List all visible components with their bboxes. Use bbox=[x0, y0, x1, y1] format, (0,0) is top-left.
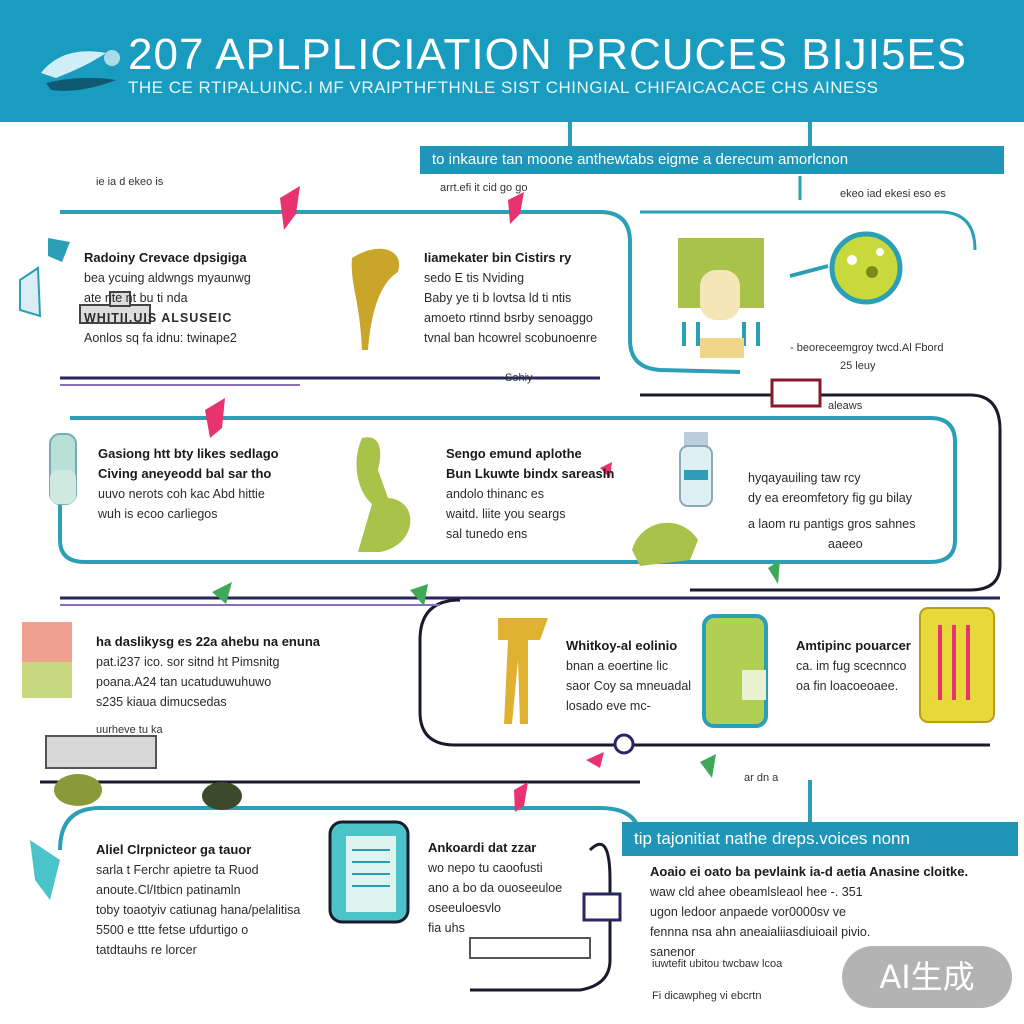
bottle-icon bbox=[679, 432, 713, 507]
machine-icon bbox=[45, 735, 157, 769]
vial-icon bbox=[49, 433, 77, 505]
page-title: 207 APLPLICIATION PRCUCES BIJI5ES bbox=[128, 30, 968, 79]
leaf-icon bbox=[30, 840, 60, 900]
top-mid-note: arrt.efi it cid go go bbox=[440, 182, 528, 194]
gear-icon bbox=[469, 892, 622, 959]
battery-icon bbox=[702, 614, 768, 728]
mid-right-note-b: 25 leuy bbox=[840, 360, 876, 372]
sample-card-icon bbox=[22, 622, 72, 662]
flow-line-row1 bbox=[60, 210, 741, 374]
top-banner: to inkaure tan moone anthewtabs eigme a … bbox=[420, 146, 1004, 174]
ai-generated-badge: AI生成 bbox=[842, 946, 1012, 1008]
plant-sprout-icon bbox=[351, 248, 400, 350]
mid-right-note-a: - beoreceemgroy twcd.Al Fbord bbox=[790, 342, 944, 354]
bottom-right-note-a: iuwtefit ubitou twcbaw lcoa bbox=[652, 958, 783, 970]
block-r3-left: ha daslikysg es 22a ahebu na enuna pat.i… bbox=[96, 634, 320, 709]
block-r1-mid: Iiamekater bin Cistirs ry sedo E tis Nvi… bbox=[424, 250, 598, 345]
chemical-flask-icon bbox=[328, 820, 410, 924]
beetle-icon bbox=[54, 774, 242, 810]
pink-marker-set bbox=[205, 186, 612, 812]
block-heading: Radoiny Crevace dpsigiga bbox=[84, 250, 247, 265]
header-bar: 207 APLPLICIATION PRCUCES BIJI5ES THE CE… bbox=[0, 0, 1024, 122]
server-rack-icon bbox=[919, 607, 995, 723]
bioreactor-tank-icon bbox=[678, 238, 764, 358]
robot-arm-icon bbox=[79, 291, 151, 324]
row3-left-note: uurheve tu ka bbox=[96, 724, 163, 736]
flow-frame-row2 bbox=[58, 416, 957, 564]
bottom-banner: tip tajonitiat nathe dreps.voices nonn bbox=[622, 822, 1018, 856]
block-r4-left: Aliel Clrpnicteor ga tauor sarla t Ferch… bbox=[96, 842, 301, 957]
plant-figure-icon bbox=[356, 437, 411, 552]
top-right-note: ekeo iad ekesi eso es bbox=[840, 188, 946, 200]
microbe-circle-icon bbox=[829, 231, 903, 305]
page-subtitle: THE CE RTIPALUINC.I MF VRAIPTHFTHNLE SIS… bbox=[128, 78, 879, 97]
block-r2-mid: Sengo emund aplothe Bun Lkuwte bindx sar… bbox=[446, 446, 615, 541]
row3-right-note: ar dn a bbox=[744, 772, 779, 784]
row1-center-note: Sohiy bbox=[505, 372, 533, 384]
sensor-probe-icon bbox=[498, 618, 548, 724]
block-r3-mid: Whitkoy-al eolinio bnan a eoertine lic s… bbox=[566, 638, 692, 713]
pin-marker-icon bbox=[280, 186, 300, 230]
block-r1-left: Radoiny Crevace dpsigiga bea ycuing aldw… bbox=[84, 250, 251, 345]
block-r4-mid: Ankoardi dat zzar wo nepo tu caoofusti a… bbox=[428, 840, 563, 935]
top-left-note: ie ia d ekeo is bbox=[96, 176, 164, 188]
block-r2-left: Gasiong htt bty likes sedlago Civing ane… bbox=[98, 446, 279, 521]
feather-logo-icon bbox=[41, 50, 120, 91]
bottom-right-note-b: Fi dicawpheg vi ebcrtn bbox=[652, 990, 762, 1002]
display-box-icon bbox=[770, 378, 822, 408]
block-r4-right: Aoaio ei oato ba pevlaink ia-d aetia Ana… bbox=[650, 864, 969, 959]
block-r3-right: Amtipinc pouarcer ca. im fug scecnnco oa… bbox=[796, 638, 911, 693]
block-r2-right: hyqayauiling taw rcy dy ea ereomfetory f… bbox=[748, 471, 916, 551]
mid-right-note-c: aleaws bbox=[828, 400, 863, 412]
device-panel-icon bbox=[19, 266, 42, 318]
